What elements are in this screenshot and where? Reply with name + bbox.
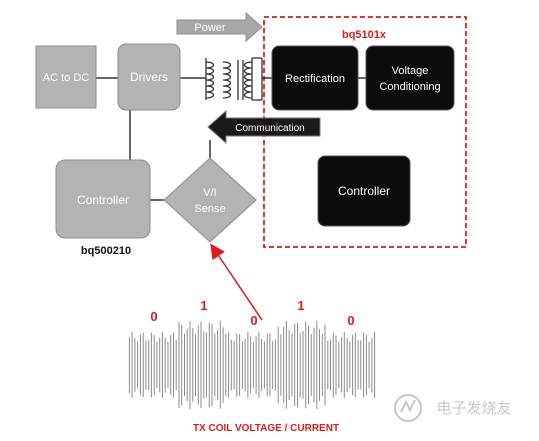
electronics-logo-icon	[394, 394, 422, 422]
bit-label-4: 0	[347, 313, 354, 328]
transformer-coils	[205, 57, 263, 101]
voltage-conditioning-label-line2: Conditioning	[379, 81, 440, 93]
power-arrow-label: Power	[194, 22, 226, 34]
transmitter-part-label: bq500210	[81, 245, 131, 257]
waveform-caption: TX COIL VOLTAGE / CURRENT	[193, 423, 339, 434]
sense-pointer-arrow	[210, 243, 263, 321]
tx-controller-label: Controller	[77, 193, 129, 207]
communication-arrow: Communication	[207, 109, 321, 145]
drivers-block: Drivers	[117, 43, 181, 111]
vi-sense-block: V/I Sense	[163, 157, 257, 243]
tx-coil-waveform	[128, 321, 376, 409]
watermark-text: 电子发烧友	[436, 400, 511, 417]
receiver-part-label: bq5101x	[342, 29, 387, 41]
ac-to-dc-label: AC to DC	[43, 72, 90, 84]
vi-sense-label-line1: V/I	[203, 187, 216, 199]
rectification-block: Rectification	[271, 45, 359, 111]
bit-label-2: 0	[250, 313, 257, 328]
voltage-conditioning-label-line1: Voltage	[392, 65, 429, 77]
bit-label-3: 1	[297, 298, 304, 313]
watermark: 电子发烧友	[394, 394, 512, 422]
voltage-conditioning-block: Voltage Conditioning	[365, 45, 455, 111]
tx-controller-block: Controller	[55, 159, 151, 239]
ac-to-dc-block: AC to DC	[35, 45, 97, 109]
connection-lines	[96, 77, 366, 201]
rx-controller-label: Controller	[338, 184, 390, 198]
rectification-label: Rectification	[285, 73, 345, 85]
vi-sense-label-line2: Sense	[194, 203, 225, 215]
communication-arrow-label: Communication	[235, 123, 304, 134]
rx-controller-block: Controller	[317, 155, 411, 227]
bit-label-0: 0	[150, 309, 157, 324]
bit-label-1: 1	[200, 298, 207, 313]
power-arrow: Power	[176, 11, 263, 43]
drivers-label: Drivers	[130, 70, 168, 84]
